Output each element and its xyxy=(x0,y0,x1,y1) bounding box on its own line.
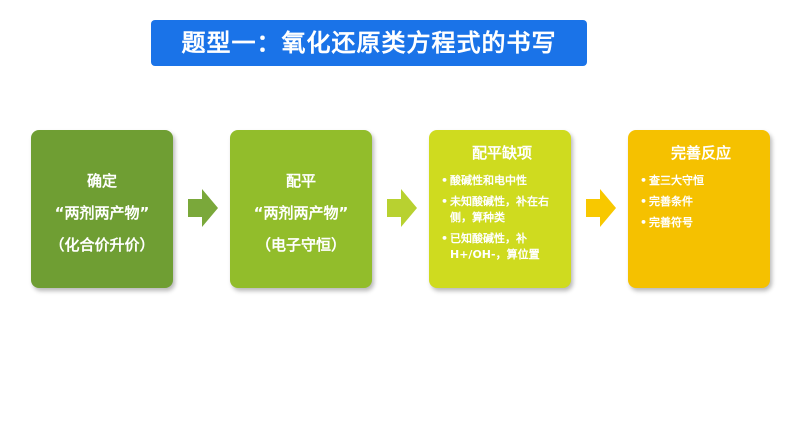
step-box-missing-items: 配平缺项 •酸碱性和电中性 •未知酸碱性，补在右侧，算种类 •已知酸碱性，补H+… xyxy=(429,130,571,288)
arrow-right-icon xyxy=(387,189,417,227)
title-banner: 题型一：氧化还原类方程式的书写 xyxy=(151,20,587,66)
step-4-list: •查三大守恒 •完善条件 •完善符号 xyxy=(640,173,762,231)
step-2-line-2: “两剂两产物” xyxy=(253,204,349,222)
list-item: •未知酸碱性，补在右侧，算种类 xyxy=(441,195,549,224)
list-item: •酸碱性和电中性 xyxy=(441,174,527,187)
bullet-icon: • xyxy=(640,174,648,187)
list-item: •查三大守恒 xyxy=(640,174,704,187)
step-box-complete-reaction: 完善反应 •查三大守恒 •完善条件 •完善符号 xyxy=(628,130,770,288)
step-3-heading: 配平缺项 xyxy=(471,144,532,162)
step-4-heading: 完善反应 xyxy=(670,144,731,162)
bullet-icon: • xyxy=(441,174,449,187)
step-1-line-3: （化合价升价） xyxy=(49,236,155,254)
step-1-heading: 确定 xyxy=(86,172,117,190)
list-item: •已知酸碱性，补H+/OH-，算位置 xyxy=(441,232,540,261)
bullet-icon: • xyxy=(640,216,648,229)
step-2-heading: 配平 xyxy=(285,172,316,190)
bullet-icon: • xyxy=(441,195,449,208)
list-item: •完善符号 xyxy=(640,216,693,229)
step-1-line-2: “两剂两产物” xyxy=(54,204,150,222)
step-3-list: •酸碱性和电中性 •未知酸碱性，补在右侧，算种类 •已知酸碱性，补H+/OH-，… xyxy=(441,173,563,263)
bullet-icon: • xyxy=(441,232,449,245)
step-box-balance: 配平 “两剂两产物” （电子守恒） xyxy=(230,130,372,288)
arrow-right-icon xyxy=(586,189,616,227)
list-item: •完善条件 xyxy=(640,195,693,208)
bullet-icon: • xyxy=(640,195,648,208)
page-title: 题型一：氧化还原类方程式的书写 xyxy=(181,29,557,57)
arrow-right-icon xyxy=(188,189,218,227)
step-2-line-3: （电子守恒） xyxy=(255,236,346,254)
step-box-determine: 确定 “两剂两产物” （化合价升价） xyxy=(31,130,173,288)
